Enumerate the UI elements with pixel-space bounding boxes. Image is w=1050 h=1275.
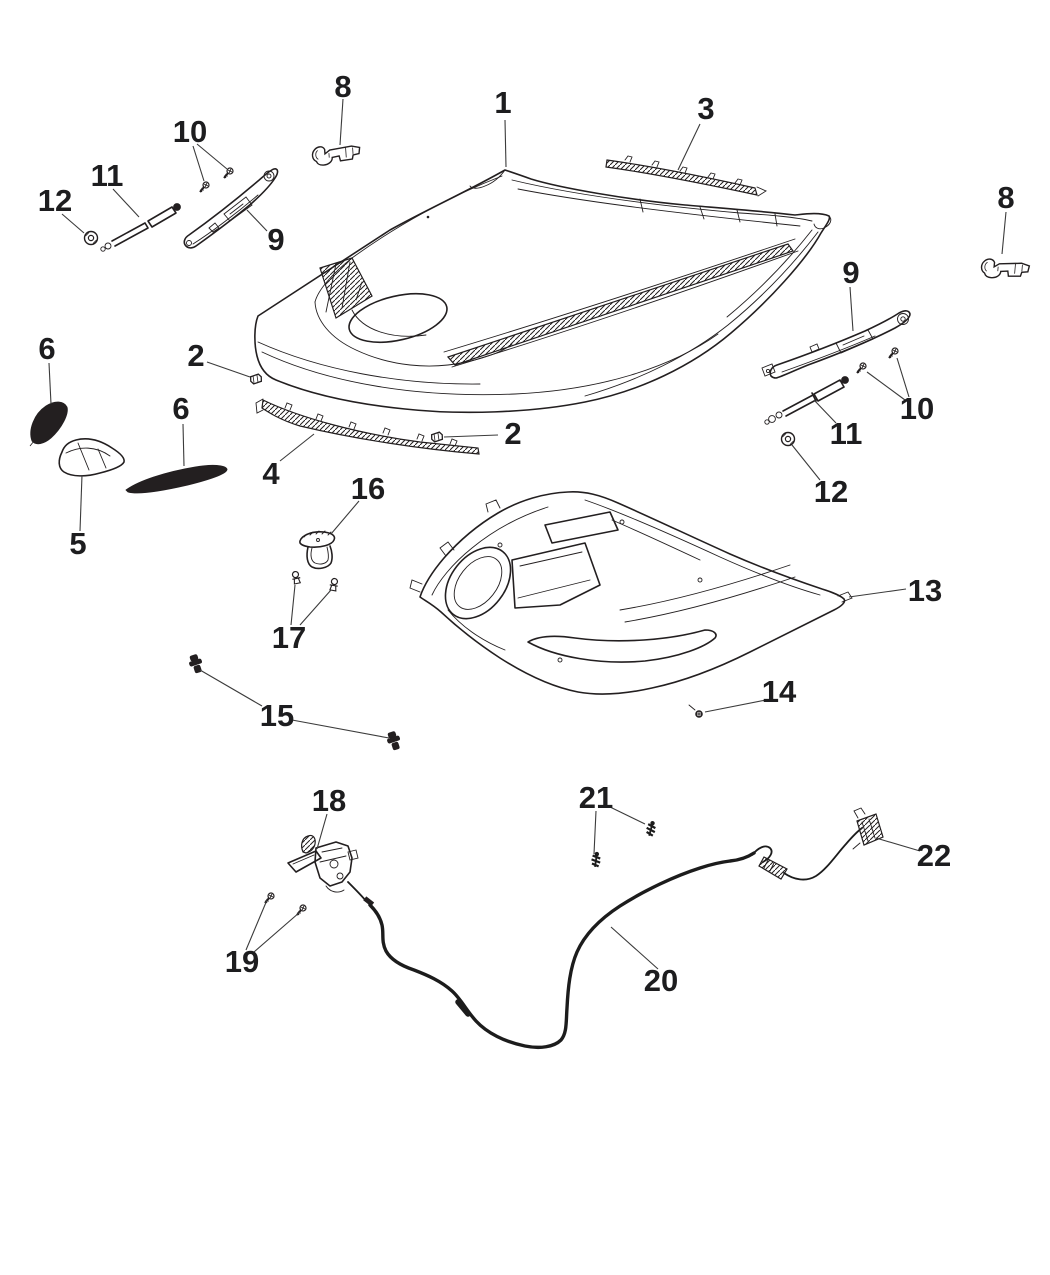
leader-line-15: [199, 669, 390, 739]
leader-line-18: [316, 813, 328, 850]
callout-16[interactable]: 16: [351, 471, 385, 506]
callout-1[interactable]: 1: [494, 85, 511, 120]
leader-line-13: [848, 588, 907, 598]
hinge-screws-left: [199, 167, 234, 193]
callout-11-left[interactable]: 11: [91, 158, 124, 193]
release-handle: [852, 807, 884, 850]
hood-hinge-right: [761, 310, 911, 379]
callout-5[interactable]: 5: [69, 526, 86, 561]
fender-clip-right: [430, 431, 444, 443]
hood-panel: [254, 169, 832, 414]
leader-line-12-left: [61, 213, 85, 234]
leader-line-6-left: [48, 362, 52, 405]
callout-22[interactable]: 22: [917, 838, 951, 873]
pad-pins: [290, 570, 340, 592]
callout-11-right[interactable]: 11: [830, 416, 863, 451]
hood-hinge-left: [183, 168, 279, 249]
hood-bumper-right: [384, 729, 403, 752]
callout-labels: 1 3 8 10 11 12 9 8 9 10 11 12 6 2 6 2 4 …: [38, 69, 1015, 998]
leader-line-5: [79, 474, 83, 532]
leader-line-19: [245, 899, 301, 953]
cowl-bracket-right: [979, 257, 1031, 282]
cable-clips: [589, 818, 659, 869]
rear-weatherstrip: [605, 155, 767, 197]
callout-4[interactable]: 4: [262, 456, 280, 491]
callout-15[interactable]: 15: [260, 698, 294, 733]
callout-10-right[interactable]: 10: [900, 391, 934, 426]
callout-9-right[interactable]: 9: [842, 255, 859, 290]
callout-6-right[interactable]: 6: [172, 391, 189, 426]
callout-13[interactable]: 13: [908, 573, 942, 608]
gas-strut-left: [100, 203, 181, 252]
leader-line-14: [704, 699, 767, 713]
leader-line-2-left: [206, 361, 251, 378]
gas-strut-right: [764, 376, 849, 425]
ball-stud-left: [83, 230, 99, 246]
scoop-bezel: [58, 438, 125, 477]
leader-line-2-right: [443, 434, 499, 438]
leader-line-11-right: [813, 399, 837, 424]
callout-3[interactable]: 3: [697, 91, 714, 126]
callout-2-left[interactable]: 2: [187, 338, 204, 373]
callout-12-left[interactable]: 12: [38, 183, 72, 218]
hood-latch: [287, 834, 375, 907]
callout-6-left[interactable]: 6: [38, 331, 55, 366]
leader-line-12-right: [791, 444, 821, 481]
leader-line-22: [875, 837, 921, 852]
leader-line-10-right: [866, 357, 910, 401]
cowl-bracket-left: [311, 143, 362, 167]
leader-line-10-left: [192, 143, 228, 182]
leader-line-9-left: [246, 209, 268, 232]
latch-screws: [264, 892, 307, 916]
callout-14[interactable]: 14: [762, 674, 797, 709]
callout-20[interactable]: 20: [644, 963, 678, 998]
leader-line-9-right: [849, 286, 854, 332]
hood-silencer-pad: [409, 491, 853, 695]
leader-line-3: [677, 123, 701, 171]
front-reinforcement-strip: [255, 398, 480, 455]
leader-line-16: [330, 500, 360, 535]
scoop-insert-right: [125, 464, 228, 494]
ball-stud-right: [780, 431, 796, 447]
hinge-screws-right: [856, 347, 899, 374]
scoop-insert-left: [29, 401, 68, 447]
callout-12-right[interactable]: 12: [814, 474, 848, 509]
leader-line-6-right: [182, 423, 185, 467]
callout-8-left[interactable]: 8: [334, 69, 351, 104]
leader-lines: [48, 98, 1007, 970]
callout-10-left[interactable]: 10: [173, 114, 207, 149]
leader-line-21: [593, 805, 646, 855]
callout-18[interactable]: 18: [312, 783, 346, 818]
release-cable: [368, 827, 863, 1050]
callout-9-left[interactable]: 9: [267, 222, 284, 257]
leader-line-4: [279, 433, 315, 462]
safety-hook: [299, 530, 336, 570]
callout-19[interactable]: 19: [225, 944, 259, 979]
leader-line-17: [290, 584, 332, 626]
callout-2-right[interactable]: 2: [504, 416, 521, 451]
callout-8-right[interactable]: 8: [997, 180, 1014, 215]
callout-21[interactable]: 21: [579, 780, 613, 815]
fender-clip-left: [249, 373, 263, 385]
callout-17[interactable]: 17: [272, 620, 306, 655]
leader-line-20: [610, 926, 659, 970]
leader-line-8-left: [339, 98, 344, 146]
leader-line-8-right: [1001, 211, 1007, 255]
leader-line-11-left: [112, 188, 140, 218]
pad-clip: [688, 704, 703, 718]
leader-line-1: [504, 119, 507, 168]
